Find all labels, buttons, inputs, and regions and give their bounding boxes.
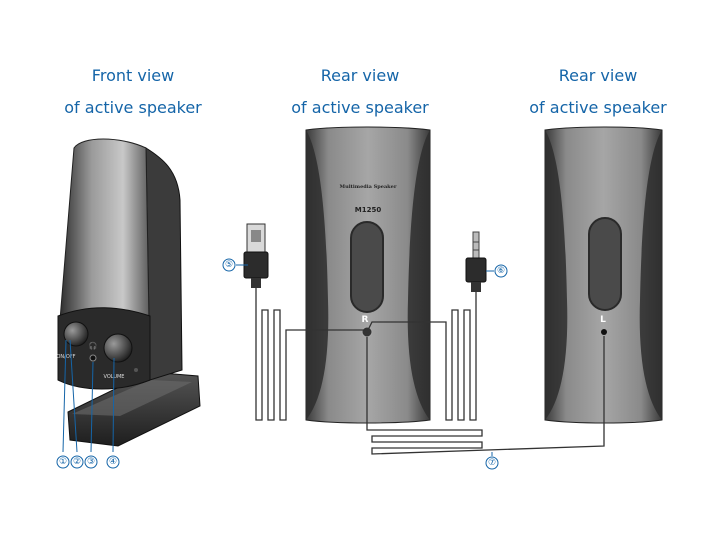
- rear-right-heading-line2: of active speaker: [291, 98, 429, 117]
- usb-plug: [243, 223, 269, 288]
- rear-left-speaker: L: [544, 126, 663, 424]
- callout-markers: ① ② ③ ④ ⑤ ⑥ ⑦: [56, 258, 508, 470]
- rear-left-heading-line1: Rear view: [558, 66, 638, 85]
- power-label: ON/OFF: [56, 354, 75, 360]
- rear-right-port: [350, 221, 384, 313]
- callout-1-label: ①: [59, 457, 67, 467]
- callout-4-label: ④: [109, 457, 117, 467]
- callout-6-label: ⑥: [497, 266, 505, 276]
- callout-7-label: ⑦: [488, 458, 496, 468]
- callout-2: ②: [70, 455, 84, 469]
- model-label: M1250: [355, 206, 382, 214]
- headphone-icon: 🎧: [89, 341, 98, 350]
- front-callout-lines: [62, 339, 115, 453]
- front-speaker: ON/OFF 🎧 VOLUME: [56, 138, 201, 447]
- power-knob: [63, 321, 89, 347]
- left-channel-jack: [601, 329, 607, 335]
- rear-left-heading-line2: of active speaker: [529, 98, 667, 117]
- rear-view-left-heading: Rear view of active speaker: [513, 60, 683, 124]
- right-channel-label: R: [362, 315, 369, 325]
- brand-label: Multimedia Speaker: [340, 184, 397, 190]
- callout-1: ①: [56, 455, 70, 469]
- callout-3: ③: [84, 455, 98, 469]
- front-view-heading: Front view of active speaker: [48, 60, 218, 124]
- front-speaker-side: [145, 147, 183, 381]
- callout-5-label: ⑤: [225, 260, 233, 270]
- power-led: [134, 368, 138, 372]
- rear-right-speaker: Multimedia Speaker M1250 R: [305, 126, 431, 424]
- callout-2-label: ②: [73, 457, 81, 467]
- callout-3-label: ③: [87, 457, 95, 467]
- cables: [255, 288, 605, 455]
- left-channel-label: L: [600, 315, 606, 325]
- rear-left-port: [588, 217, 622, 311]
- callout-6: ⑥: [486, 264, 508, 278]
- volume-knob: [103, 333, 133, 363]
- rear-right-heading-line1: Rear view: [320, 66, 400, 85]
- front-heading-line2: of active speaker: [64, 98, 202, 117]
- callout-4: ④: [106, 455, 120, 469]
- callout-5: ⑤: [222, 258, 248, 272]
- callout-7: ⑦: [485, 452, 499, 470]
- front-heading-line1: Front view: [91, 66, 175, 85]
- audio-plug: [465, 231, 487, 292]
- rear-view-right-heading: Rear view of active speaker: [275, 60, 445, 124]
- headphone-jack: [89, 354, 97, 362]
